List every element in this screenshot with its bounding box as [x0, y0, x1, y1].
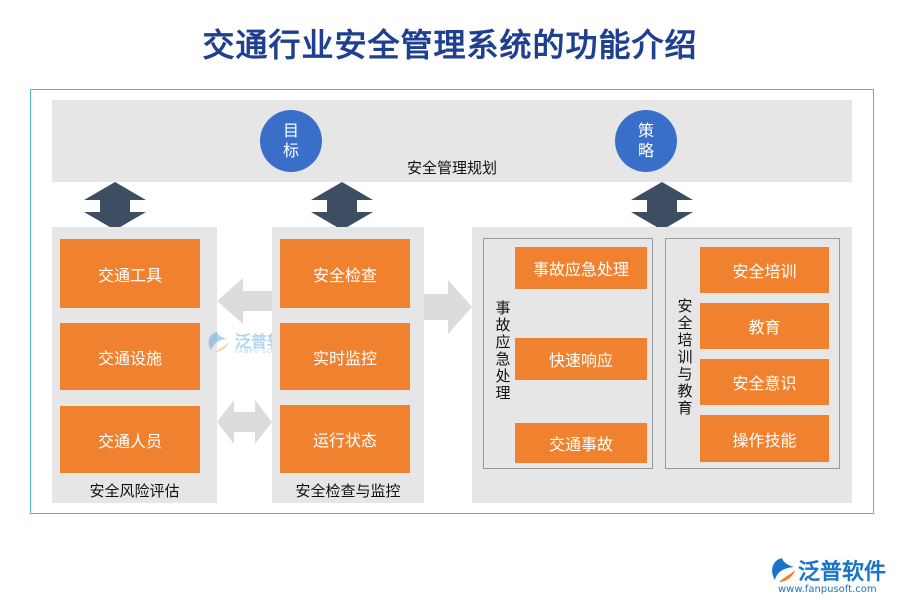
double-arrow-icon: [631, 182, 693, 230]
emergency-label: 事故应急处理: [495, 299, 511, 402]
strategy-circle: 策略: [615, 110, 677, 172]
inspection-label: 安全检查与监控: [295, 482, 401, 500]
training-item: 操作技能: [700, 415, 829, 462]
goal-circle: 目标: [260, 110, 322, 172]
risk-label: 安全风险评估: [89, 482, 180, 500]
training-item: 安全意识: [700, 359, 829, 405]
training-box: [665, 238, 840, 469]
emergency-item: 事故应急处理: [515, 247, 647, 289]
planning-band: [52, 100, 852, 182]
inspection-item: 实时监控: [280, 323, 410, 390]
page-title: 交通行业安全管理系统的功能介绍: [202, 26, 698, 64]
inspection-item: 运行状态: [280, 405, 410, 473]
fanpu-logo-icon: [772, 558, 795, 582]
risk-item: 交通工具: [60, 239, 200, 308]
double-arrow-icon: [217, 400, 272, 444]
training-label: 安全培训与教育: [677, 297, 693, 417]
training-item: 安全培训: [700, 247, 829, 293]
left-arrow-icon: [217, 278, 272, 324]
fanpu-logo-icon: [208, 332, 229, 352]
brand-logo: 泛普软件 www.fanpusoft.com: [768, 554, 893, 598]
inspection-item: 安全检查: [280, 239, 410, 308]
right-arrow-icon: [424, 280, 472, 334]
double-arrow-icon: [84, 182, 146, 230]
risk-item: 交通人员: [60, 406, 200, 473]
training-item: 教育: [700, 303, 829, 349]
risk-item: 交通设施: [60, 323, 200, 390]
emergency-item: 快速响应: [515, 338, 647, 380]
diagram-frame: [30, 89, 874, 514]
double-arrow-icon: [311, 182, 373, 230]
planning-label: 安全管理规划: [406, 159, 497, 177]
emergency-box: [483, 238, 653, 469]
emergency-item: 交通事故: [515, 423, 647, 463]
